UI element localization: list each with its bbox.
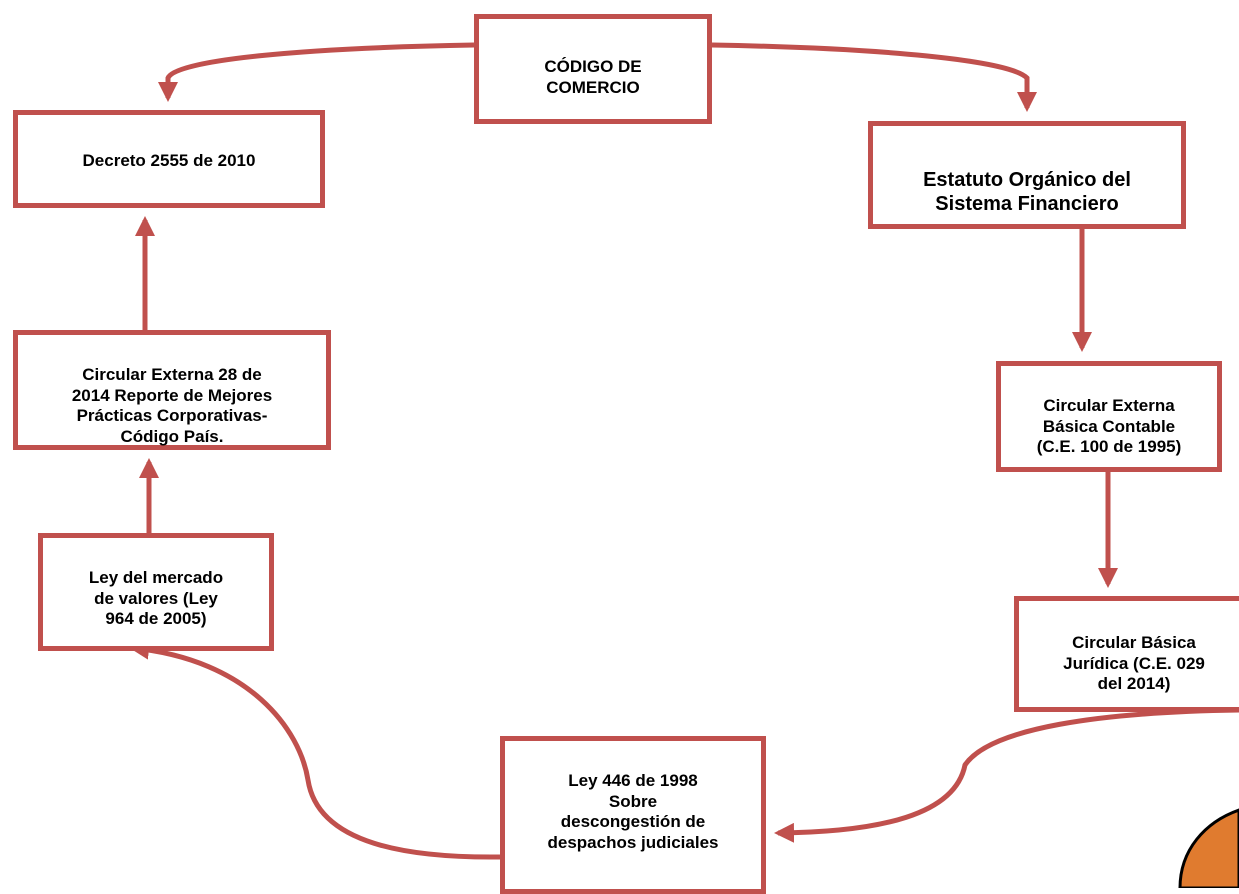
edge-codigo-to-decreto	[158, 42, 475, 102]
node-circular-basica-juridica-label: Circular Básica Jurídica (C.E. 029 del 2…	[1063, 633, 1205, 694]
node-codigo-de-comercio: CÓDIGO DE COMERCIO	[474, 14, 712, 124]
node-circular-basica-contable-label: Circular Externa Básica Contable (C.E. 1…	[1036, 396, 1182, 457]
node-estatuto-organico: Estatuto Orgánico del Sistema Financiero	[868, 121, 1186, 229]
node-ley-mercado-valores-label: Ley del mercado de valores (Ley 964 de 2…	[88, 568, 224, 629]
node-ley-446: Ley 446 de 1998 Sobre descongestión de d…	[500, 736, 766, 894]
node-circular-externa-28-label: Circular Externa 28 de 2014 Reporte de M…	[71, 365, 273, 446]
edge-juridica-to-ley-446	[774, 707, 1239, 843]
node-ley-446-label: Ley 446 de 1998 Sobre descongestión de d…	[547, 771, 719, 852]
node-decreto-2555-label: Decreto 2555 de 2010	[82, 151, 256, 171]
edge-codigo-to-estatuto	[711, 42, 1037, 112]
node-codigo-de-comercio-label: CÓDIGO DE COMERCIO	[544, 57, 642, 97]
node-decreto-2555: Decreto 2555 de 2010	[13, 110, 325, 208]
node-estatuto-organico-label: Estatuto Orgánico del Sistema Financiero	[923, 169, 1131, 215]
node-circular-basica-contable: Circular Externa Básica Contable (C.E. 1…	[996, 361, 1222, 472]
node-circular-externa-28: Circular Externa 28 de 2014 Reporte de M…	[13, 330, 331, 450]
node-circular-basica-juridica: Circular Básica Jurídica (C.E. 029 del 2…	[1014, 596, 1239, 712]
edge-ley-446-to-ley-mercado	[129, 639, 501, 860]
orange-decorative-shape	[1178, 808, 1239, 888]
node-ley-mercado-valores: Ley del mercado de valores (Ley 964 de 2…	[38, 533, 274, 651]
